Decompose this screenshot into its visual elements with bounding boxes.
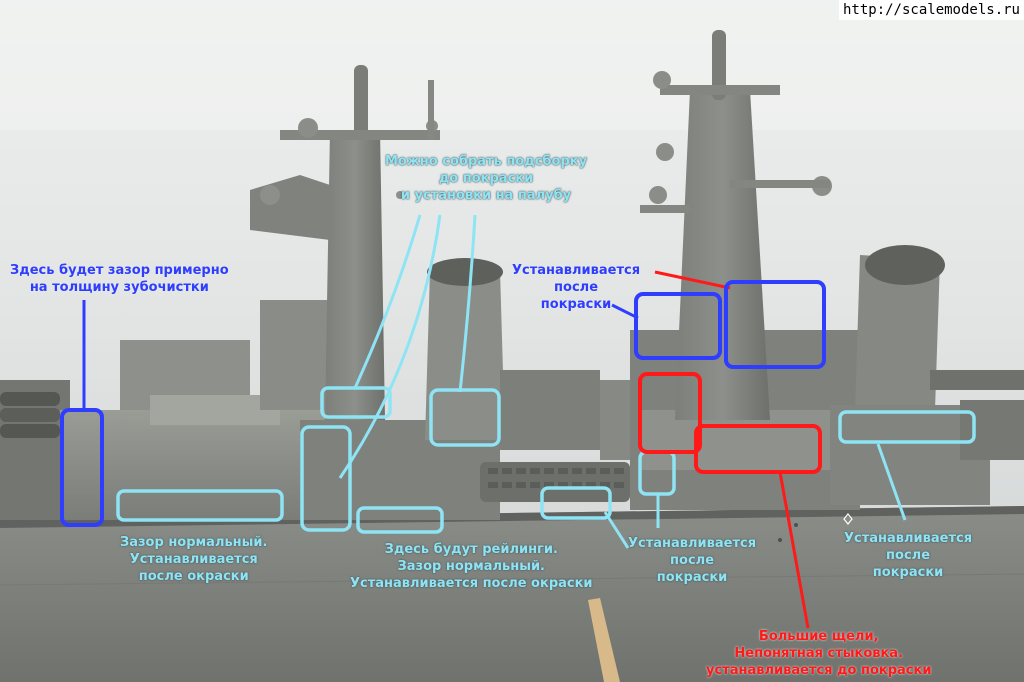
label-gap-toothpick: Здесь будет зазор примерно на толщину зу…	[10, 263, 229, 295]
blue-leader-lines	[82, 300, 639, 410]
label-mast-after-paint: Устанавливается после покраски	[512, 263, 641, 312]
superstructure-right	[630, 30, 1024, 510]
cyan-boxes	[116, 386, 976, 534]
label-big-gaps: Большие щели, Непонятная стыковка. устан…	[706, 629, 932, 678]
blue-boxes	[60, 280, 826, 527]
cyan-leader-lines	[338, 214, 907, 549]
label-gap-normal-left: Зазор нормальный. Устанавливается после …	[120, 535, 268, 584]
superstructure-middle	[480, 370, 650, 502]
toothpick	[588, 598, 620, 682]
label-right-after-paint: Устанавливается после покраски	[844, 531, 973, 580]
label-center-after-paint: Устанавливается после покраски	[628, 536, 757, 585]
label-railings: Здесь будут рейлинги. Зазор нормальный. …	[350, 542, 593, 591]
label-assembly: Можно собрать подсборку до покраски и ус…	[385, 154, 588, 203]
red-leader-lines	[654, 270, 810, 629]
red-boxes	[638, 372, 822, 474]
watermark: http://scalemodels.ru	[838, 0, 1024, 20]
